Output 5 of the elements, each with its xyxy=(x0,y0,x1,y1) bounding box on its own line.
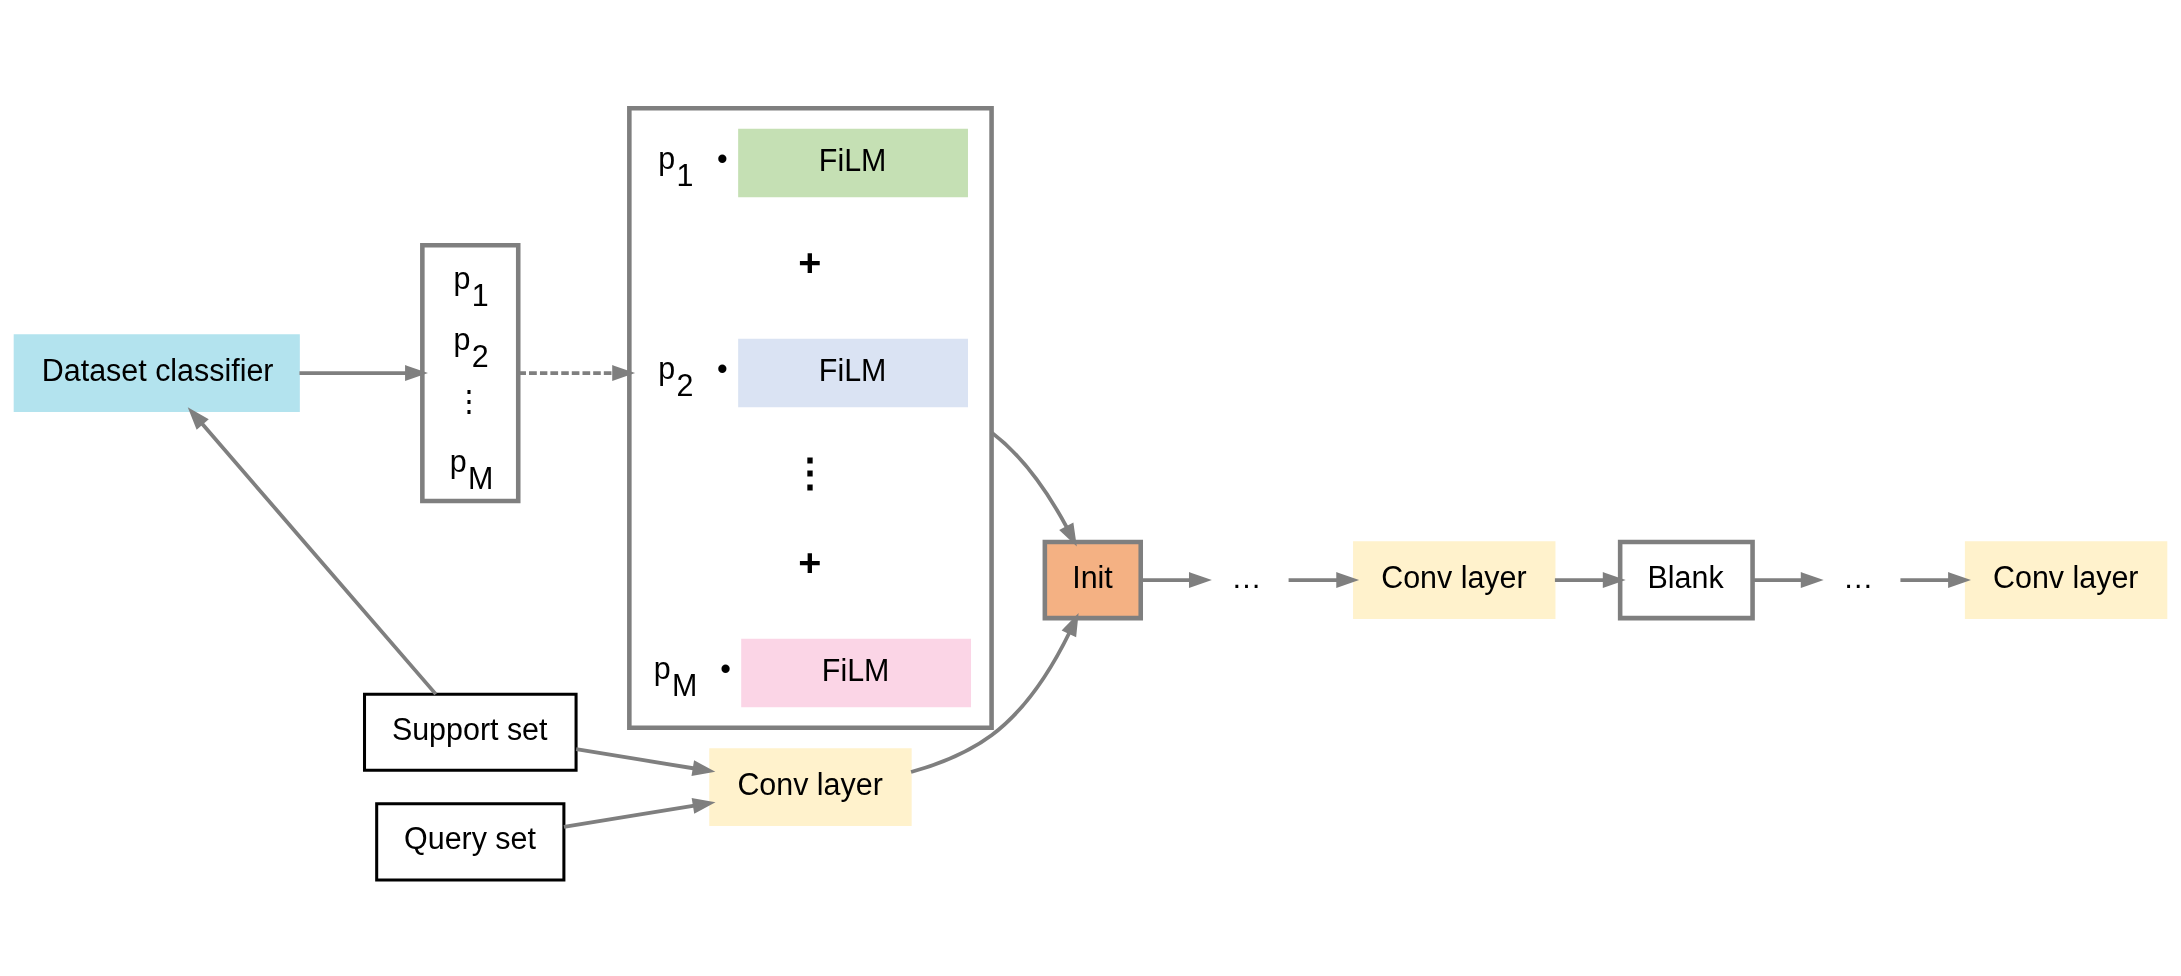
node-text: … xyxy=(1231,559,1262,594)
label: ⋮ xyxy=(789,450,830,495)
label: + xyxy=(798,539,822,584)
node-text: … xyxy=(1843,559,1874,594)
label: + xyxy=(798,240,822,285)
